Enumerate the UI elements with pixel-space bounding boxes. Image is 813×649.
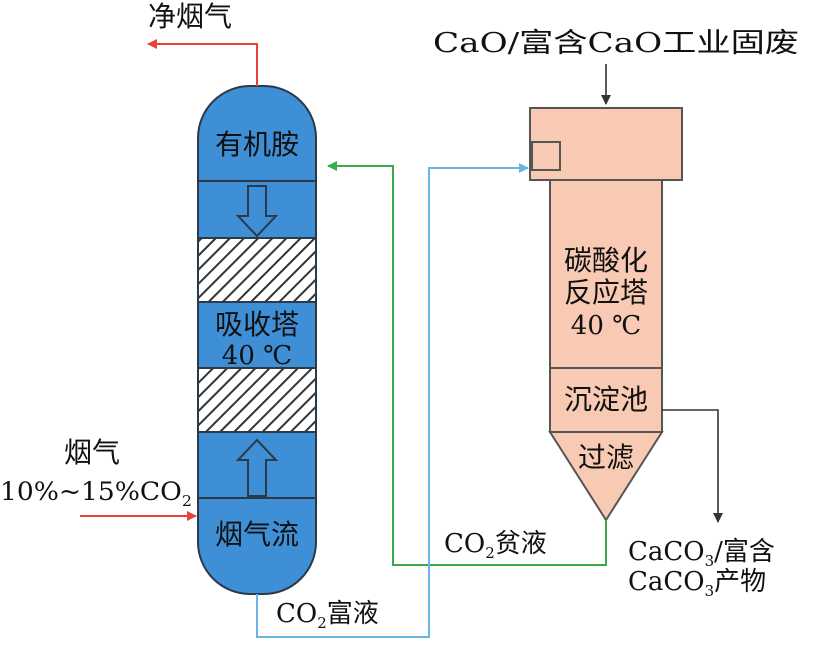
rich-solution-line bbox=[256, 163, 529, 638]
product2-subscript: 3 bbox=[705, 582, 715, 600]
product-label-line1: CaCO3/富含 bbox=[628, 537, 775, 570]
clean-gas-label: 净烟气 bbox=[148, 0, 232, 33]
absorber-column: 有机胺 吸收塔 40 ℃ 烟气流 bbox=[197, 85, 317, 595]
product-label-line2: CaCO3产物 bbox=[628, 567, 766, 600]
lean-subscript: 2 bbox=[485, 544, 495, 562]
lean-solution-line bbox=[327, 161, 607, 566]
clean-gas-line bbox=[147, 39, 258, 86]
down-arrow-icon bbox=[235, 185, 279, 238]
rich-solution-label: CO2富液 bbox=[276, 599, 379, 632]
packing-bed-lower bbox=[197, 367, 317, 433]
packing-bed-upper bbox=[197, 237, 317, 303]
filter-cone bbox=[548, 431, 664, 522]
flue-flow-label: 烟气流 bbox=[215, 518, 299, 551]
product2-suffix: 产物 bbox=[714, 567, 766, 597]
filter-label: 过滤 bbox=[578, 441, 634, 474]
product1-suffix: /富含 bbox=[714, 537, 775, 567]
settling-label: 沉淀池 bbox=[564, 383, 648, 416]
lean-co-text: CO bbox=[444, 529, 485, 559]
product-line bbox=[662, 409, 723, 523]
absorber-label: 吸收塔 bbox=[215, 308, 299, 341]
rich-suffix-text: 富液 bbox=[327, 599, 379, 629]
reactor-label-line1: 碳酸化 bbox=[564, 244, 648, 277]
lean-solution-label: CO2贫液 bbox=[444, 529, 547, 562]
rich-subscript: 2 bbox=[317, 614, 327, 632]
absorber-temp: 40 ℃ bbox=[222, 341, 292, 371]
product1-text: CaCO bbox=[628, 537, 705, 567]
reactor-temp: 40 ℃ bbox=[571, 311, 641, 341]
reactor-label-line2: 反应塔 bbox=[564, 276, 648, 309]
flue-gas-composition-subscript: 2 bbox=[182, 492, 192, 510]
rich-co-text: CO bbox=[276, 599, 317, 629]
up-arrow-icon bbox=[235, 438, 279, 497]
flue-gas-label: 烟气 bbox=[64, 436, 120, 469]
amine-label: 有机胺 bbox=[215, 128, 299, 161]
reactor-inlet-nozzle bbox=[531, 141, 561, 171]
product1-subscript: 3 bbox=[705, 552, 715, 570]
feed-label: CaO/富含CaO工业固废 bbox=[433, 28, 799, 59]
product2-text: CaCO bbox=[628, 567, 705, 597]
flue-gas-composition-text: 10%~15%CO bbox=[0, 477, 182, 506]
lean-suffix-text: 贫液 bbox=[495, 529, 547, 559]
carbonation-reactor: 碳酸化 反应塔 40 ℃ 沉淀池 过滤 bbox=[529, 107, 683, 522]
